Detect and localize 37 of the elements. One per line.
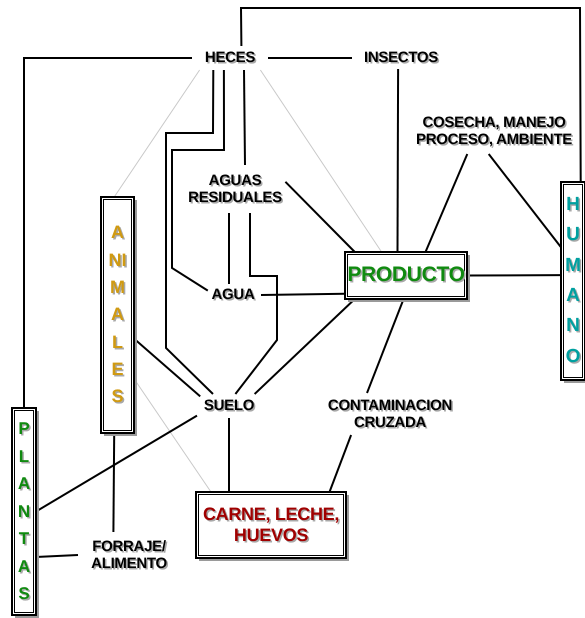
- concept-label: AGUAS RESIDUALES: [187, 172, 283, 206]
- connector-line: [260, 292, 346, 296]
- connector-line: [112, 433, 116, 532]
- connector-line: [234, 213, 278, 395]
- box-label: PLANTAS: [16, 418, 32, 606]
- connector-line: [328, 434, 352, 492]
- vertical-box: [561, 182, 585, 380]
- process-box: [196, 492, 346, 558]
- connector-line: [228, 418, 230, 492]
- connector-line: [165, 70, 214, 395]
- box-label: ANIMALES: [108, 221, 126, 408]
- connector-line: [268, 57, 352, 59]
- connector-line: [488, 153, 562, 248]
- concept-label: CONTAMINACION CRUZADA: [326, 396, 454, 432]
- concept-label: SUELO: [204, 397, 254, 415]
- vertical-box: [101, 197, 134, 433]
- box-label: HUMANO: [564, 192, 582, 369]
- connector-line: [243, 70, 246, 166]
- connector-line: [171, 70, 225, 292]
- box-label: PRODUCTO: [347, 263, 465, 288]
- concept-label: FORRAJE/ ALIMENTO: [90, 538, 168, 572]
- concept-label: AGUA: [212, 286, 254, 304]
- connector-line: [467, 274, 561, 276]
- connector-line: [228, 213, 230, 284]
- connector-line: [240, 7, 582, 182]
- box-label: CARNE, LECHE, HUEVOS: [202, 504, 340, 546]
- connector-line: [114, 70, 200, 198]
- connector-line: [284, 181, 356, 253]
- concept-label: HECES: [204, 49, 256, 67]
- connector-line: [260, 70, 382, 252]
- vertical-box: [12, 408, 36, 615]
- connector-line: [396, 69, 400, 252]
- connector-line: [424, 154, 468, 252]
- process-box: [345, 252, 467, 299]
- concept-label: INSECTOS: [364, 49, 438, 67]
- concept-label: COSECHA, MANEJO PROCESO, AMBIENTE: [414, 114, 574, 148]
- connector-line: [23, 57, 192, 408]
